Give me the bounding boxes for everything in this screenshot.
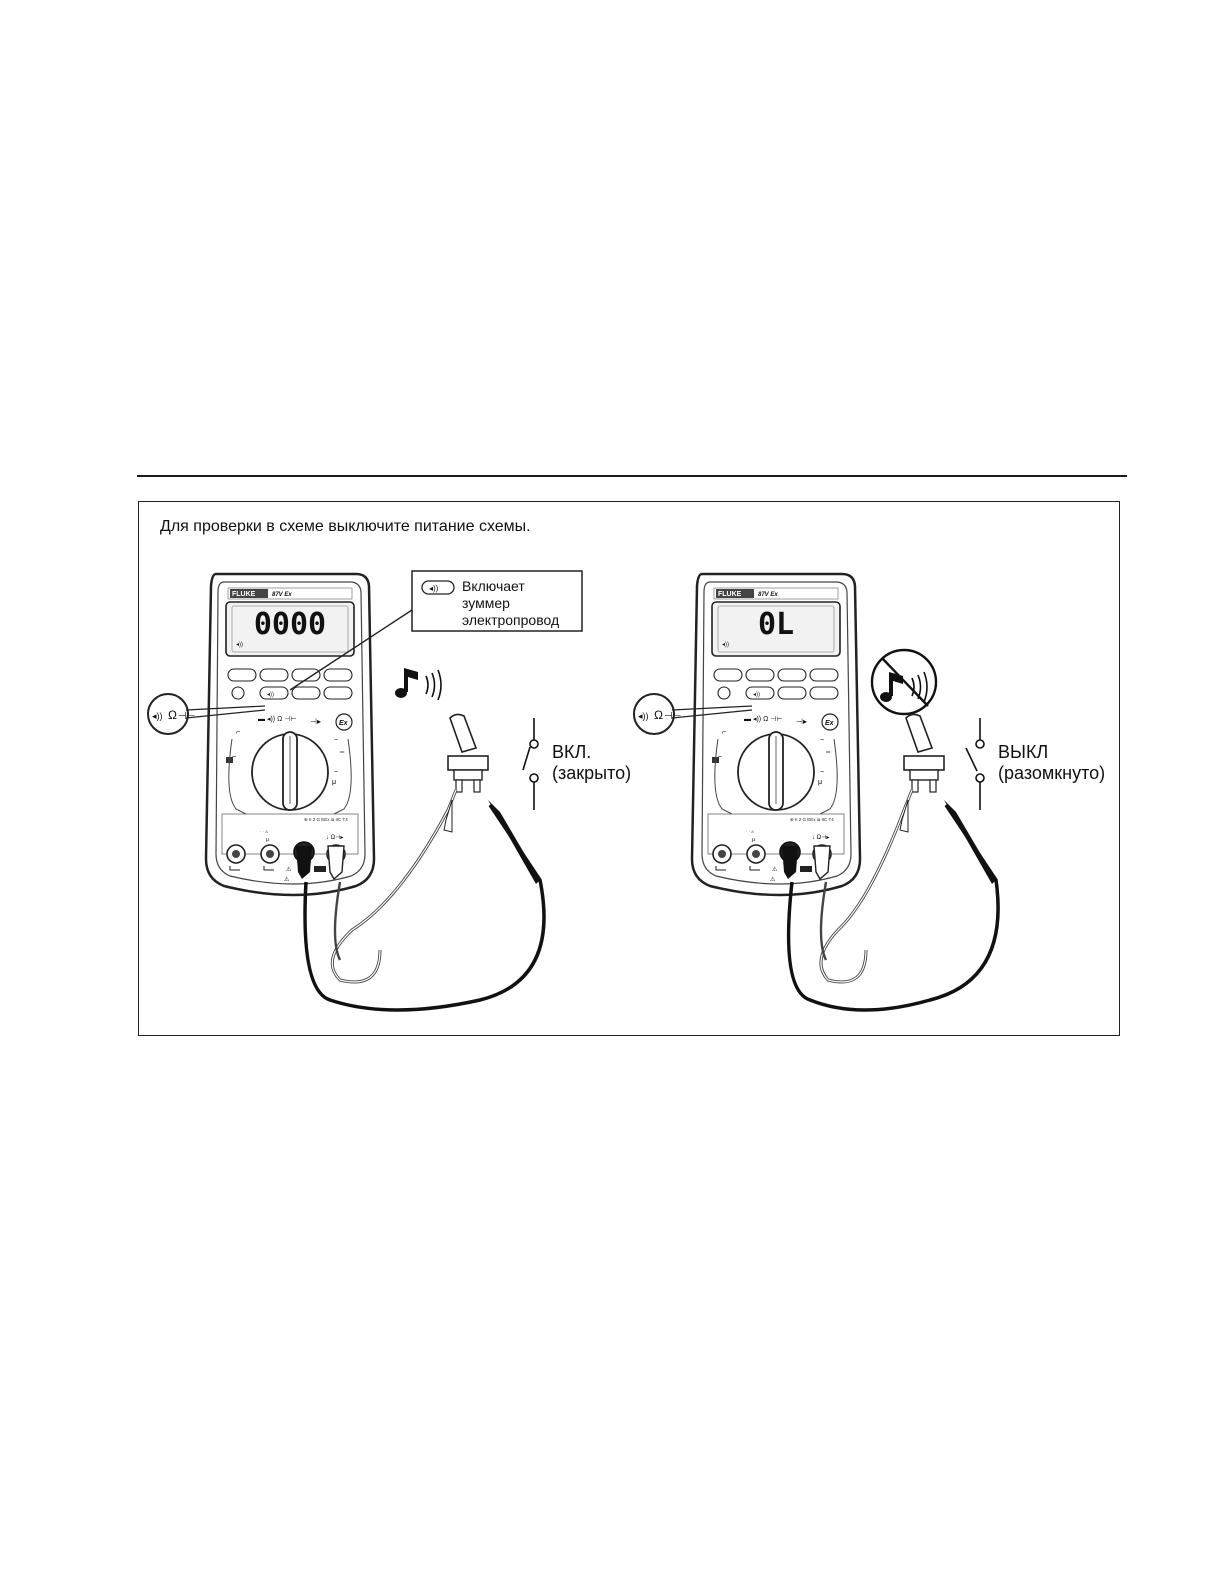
callout-line-3: электропровод [462,612,559,628]
left-switch-note: (закрыто) [552,763,631,783]
svg-text:⊣⊢: ⊣⊢ [664,711,681,722]
no-beep-icon [870,648,938,716]
callout-line-1: Включает [462,578,525,594]
svg-text:⊣⊢: ⊣⊢ [178,711,195,722]
right-switch-note: (разомкнуто) [998,763,1105,783]
right-display-reading: 0L [758,607,794,642]
svg-text:◂)): ◂)) [152,711,163,721]
figure-frame [138,501,1120,1036]
svg-text:87V Ex: 87V Ex [758,592,778,598]
right-schematic-switch: ВЫКЛ (разомкнуто) [965,718,1105,810]
svg-text:FLUKE: FLUKE [718,591,742,598]
left-display-reading: 0000 [254,607,326,642]
buzzer-callout: ◂)) Включает зуммер электропровод [289,570,583,691]
meter-model: 87V Ex [272,592,292,598]
meter-brand: FLUKE [232,591,256,598]
svg-text:◂)): ◂)) [638,711,649,721]
svg-text:◂)): ◂)) [429,584,439,593]
right-meter: 0L FLUKE 87V Ex [690,572,862,897]
right-function-bubble: ◂)) Ω ⊣⊢ [633,693,753,735]
callout-line-2: зуммер [462,595,510,611]
top-rule [137,475,1127,477]
right-toggle-switch [903,713,945,793]
left-meter: 0000 FLUKE 87V Ex [204,572,376,897]
right-switch-state: ВЫКЛ [998,742,1048,762]
left-function-bubble: ◂)) Ω ⊣⊢ [147,693,266,735]
svg-text:Ω: Ω [654,708,663,722]
svg-text:Ω: Ω [168,708,177,722]
left-schematic-switch: ВКЛ. (закрыто) [522,718,631,810]
beep-sound-icon [395,668,442,701]
left-switch-state: ВКЛ. [552,742,591,762]
left-toggle-switch [447,713,489,793]
figure-caption: Для проверки в схеме выключите питание с… [160,518,531,535]
